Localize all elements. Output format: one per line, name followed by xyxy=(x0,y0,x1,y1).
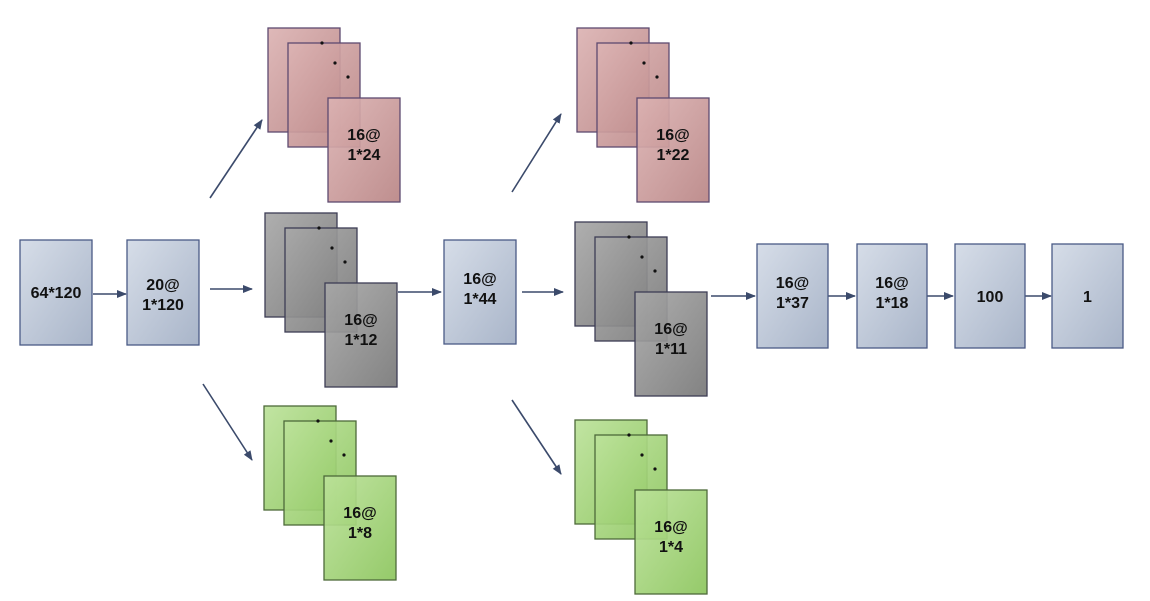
node-merge1: 16@ 1*44 xyxy=(443,239,517,345)
stack-branch1-mid-card-3 xyxy=(324,282,398,388)
stack-branch2-bot: 16@1*4 xyxy=(574,419,708,595)
node-output: 1 xyxy=(1051,243,1124,349)
node-conv-b-line2: 1*18 xyxy=(876,295,909,312)
stack-branch2-mid-ellipsis-dot-2 xyxy=(640,255,644,259)
stack-branch1-bot-card-3 xyxy=(323,475,397,581)
stack-branch1-top-line2: 1*24 xyxy=(348,147,381,164)
node-conv1: 20@ 1*120 xyxy=(126,239,200,346)
stack-branch2-bot-ellipsis-dot-3 xyxy=(653,467,657,471)
stack-branch1-bot-ellipsis-dot-3 xyxy=(342,453,346,457)
stack-branch2-bot-ellipsis-dot-1 xyxy=(627,433,631,437)
stack-branch1-top-card-3 xyxy=(327,97,401,203)
node-dense: 100 xyxy=(954,243,1026,349)
stack-branch1-mid-ellipsis-dot-1 xyxy=(317,226,321,230)
stack-branch2-mid: 16@ 1*11 xyxy=(574,221,708,397)
stack-branch1-top-ellipsis-dot-2 xyxy=(333,61,337,65)
node-merge1-line2: 1*44 xyxy=(464,291,497,308)
stack-branch1-bot-line1: 16@ xyxy=(343,505,376,522)
stack-branch2-bot-ellipsis-dot-2 xyxy=(640,453,644,457)
node-conv1-line1: 20@ xyxy=(146,277,179,294)
stack-branch1-mid-ellipsis-dot-3 xyxy=(343,260,347,264)
stack-branch1-bot-line2: 1*8 xyxy=(348,525,372,542)
stack-branch1-mid-ellipsis-dot-2 xyxy=(330,246,334,250)
node-conv-a: 16@ 1*37 xyxy=(756,243,829,349)
arrow-merge1-to-branch2-top xyxy=(511,113,562,193)
stack-branch2-top-line1: 16@ xyxy=(656,127,689,144)
arrow-merge1-to-branch2-bot xyxy=(511,399,562,475)
stack-branch2-top-card-3 xyxy=(636,97,710,203)
node-input-label: 64*120 xyxy=(31,285,82,302)
stack-branch1-mid-line1: 16@ xyxy=(344,312,377,329)
node-dense-label: 100 xyxy=(977,289,1004,306)
stack-branch2-top-ellipsis-dot-2 xyxy=(642,61,646,65)
stack-branch1-top-line1: 16@ xyxy=(347,127,380,144)
arrow-conv1-to-branch1-top xyxy=(209,119,263,199)
stack-branch1-top-ellipsis-dot-1 xyxy=(320,41,324,45)
stack-branch2-bot-line2: 1*4 xyxy=(659,539,683,556)
stack-branch2-mid-ellipsis-dot-1 xyxy=(627,235,631,239)
stack-branch2-bot-line1: 16@ xyxy=(654,519,687,536)
stack-branch1-bot: 16@1*8 xyxy=(263,405,397,581)
stack-branch2-mid-ellipsis-dot-3 xyxy=(653,269,657,273)
stack-branch1-mid-line2: 1*12 xyxy=(345,332,378,349)
stack-branch2-top-line2: 1*22 xyxy=(657,147,690,164)
stack-branch2-top: 16@ 1*22 xyxy=(576,27,710,203)
stack-branch1-top: 16@ 1*24 xyxy=(267,27,401,203)
node-output-label: 1 xyxy=(1083,289,1092,306)
stack-branch2-top-ellipsis-dot-3 xyxy=(655,75,659,79)
node-input: 64*120 xyxy=(19,239,93,346)
stack-branch2-top-ellipsis-dot-1 xyxy=(629,41,633,45)
node-conv-b-line1: 16@ xyxy=(875,275,908,292)
stack-branch1-bot-ellipsis-dot-2 xyxy=(329,439,333,443)
node-conv-a-line2: 1*37 xyxy=(776,295,809,312)
stack-branch1-mid: 16@ 1*12 xyxy=(264,212,398,388)
stack-branch1-bot-ellipsis-dot-1 xyxy=(316,419,320,423)
stack-branch2-mid-line2: 1*11 xyxy=(655,341,687,358)
arrow-conv1-to-branch1-bot xyxy=(202,383,253,461)
node-merge1-line1: 16@ xyxy=(463,271,496,288)
arrows xyxy=(93,113,1052,475)
stack-branch2-mid-card-3 xyxy=(634,291,708,397)
stack-branch1-top-ellipsis-dot-3 xyxy=(346,75,350,79)
node-conv1-line2: 1*120 xyxy=(142,297,184,314)
stack-branch2-mid-line1: 16@ xyxy=(654,321,687,338)
stack-branch2-bot-card-3 xyxy=(634,489,708,595)
node-conv-a-line1: 16@ xyxy=(776,275,809,292)
node-conv-b: 16@ 1*18 xyxy=(856,243,928,349)
